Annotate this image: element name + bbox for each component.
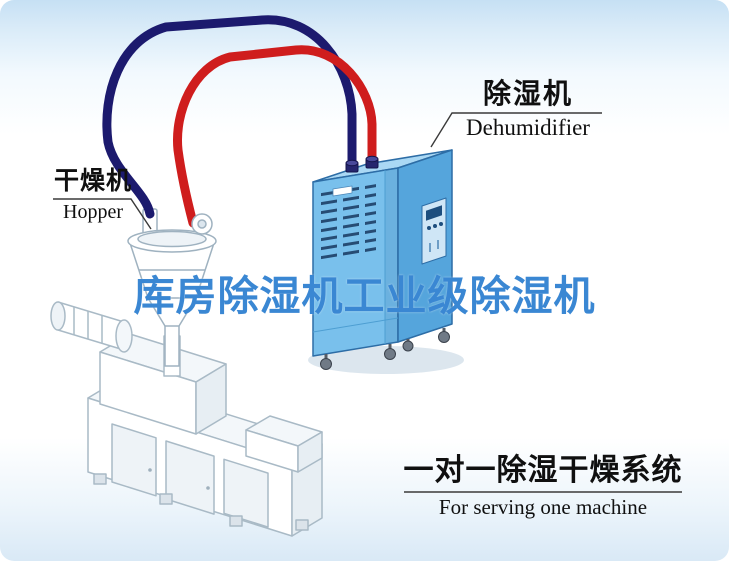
hopper-outlet-tube xyxy=(164,321,180,367)
hopper-blower xyxy=(191,213,213,235)
extruder-upper-side xyxy=(195,363,227,435)
watermark-text: 库房除湿机工业级除湿机 xyxy=(133,273,596,319)
system-label: 一对一除湿干燥系统 For serving one machine xyxy=(402,454,684,520)
pipe-connector-cap xyxy=(365,155,379,163)
hopper-label-en: Hopper xyxy=(63,201,123,223)
hopper-lid-inner xyxy=(137,230,207,248)
extruder-door-panel xyxy=(223,458,269,528)
dehumidifier-leader-line xyxy=(430,112,602,148)
dehumidifier-label: 除湿机 Dehumidifier xyxy=(452,78,604,141)
extruder-flange xyxy=(115,319,133,353)
caster-wheel xyxy=(384,348,396,360)
control-panel xyxy=(421,197,447,265)
system-label-cn: 一对一除湿干燥系统 xyxy=(403,454,683,487)
extruder-barrel-end xyxy=(50,301,66,331)
pipe-connector-cap xyxy=(345,159,359,167)
blower-hub xyxy=(197,219,207,229)
leader-lines xyxy=(53,112,682,493)
control-button xyxy=(427,226,431,230)
hopper-dryer xyxy=(127,208,217,367)
hopper-label-cn: 干燥机 xyxy=(53,167,132,195)
hopper-label: 干燥机 Hopper xyxy=(48,166,138,224)
cabinet-front-strip xyxy=(385,168,398,345)
control-button xyxy=(439,222,443,226)
caster-wheels xyxy=(320,328,450,370)
door-handle xyxy=(206,486,210,490)
pipe-connectors xyxy=(345,155,379,173)
cabinet-shadow xyxy=(308,346,464,374)
control-display xyxy=(426,205,442,221)
machine-foot xyxy=(93,473,107,485)
extruder-console-side xyxy=(297,431,323,473)
machine-foot xyxy=(229,515,243,527)
return-hose xyxy=(173,45,377,228)
hoses xyxy=(102,15,377,228)
vent-grille xyxy=(321,184,376,260)
machine-foot xyxy=(295,519,309,531)
hopper-leader-line xyxy=(53,198,152,230)
dehumidifier-cabinet xyxy=(308,149,464,374)
system-label-en: For serving one machine xyxy=(438,495,648,519)
extruder-machine xyxy=(50,301,323,537)
machine-foot xyxy=(159,493,173,505)
caster-wheel xyxy=(438,331,450,343)
control-button xyxy=(433,224,437,228)
caster-wheel xyxy=(402,340,414,352)
dehumidifier-label-en: Dehumidifier xyxy=(466,115,590,140)
cabinet-name-tag xyxy=(332,185,353,197)
door-handle xyxy=(148,468,152,472)
caster-wheel xyxy=(320,358,332,370)
extruder-door-panel xyxy=(111,423,157,497)
extruder-door-panel xyxy=(165,440,215,515)
dehumidifier-label-cn: 除湿机 xyxy=(482,78,573,109)
